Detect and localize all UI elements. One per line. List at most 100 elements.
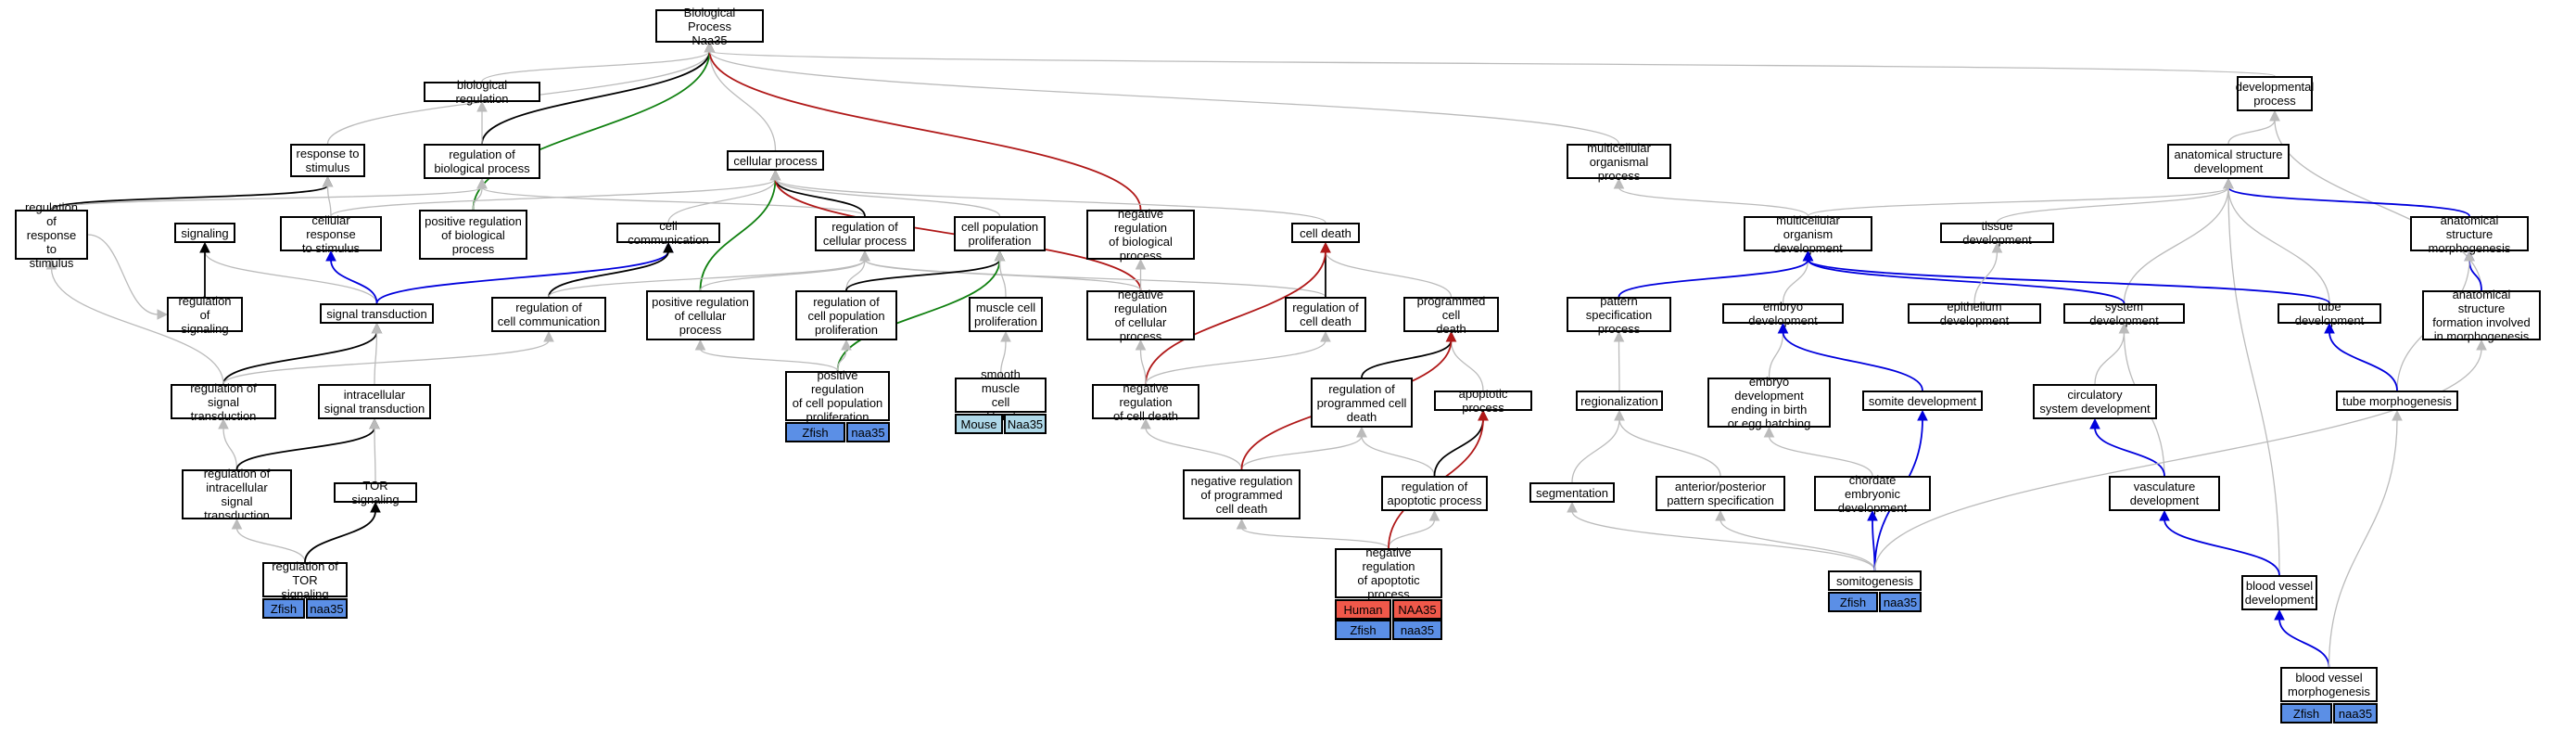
go-term-dp[interactable]: developmental process [2236, 76, 2314, 111]
edge-crs-to-cp [330, 178, 777, 217]
go-term-bvm[interactable]: blood vessel morphogenesis [2280, 667, 2378, 702]
go-term-asd[interactable]: anatomical structure development [2167, 144, 2290, 179]
arrowhead [663, 241, 674, 253]
edge-somg-to-seg [1571, 510, 1876, 571]
go-term-rpcd[interactable]: regulation of programmed cell death [1311, 378, 1413, 428]
edge-cc-to-cp [667, 178, 777, 224]
go-term-asfm[interactable]: anatomical structure formation involved … [2422, 288, 2541, 343]
go-term-nrbp[interactable]: negative regulation of biological proces… [1086, 207, 1195, 263]
go-term-st[interactable]: signal transduction [320, 303, 434, 324]
go-term-cpp[interactable]: cell population proliferation [954, 216, 1046, 251]
edge-cd-to-cp [774, 178, 1326, 224]
arrowhead [1356, 426, 1367, 438]
arrowhead [1991, 241, 2003, 253]
go-term-somd[interactable]: somite development [1862, 391, 1983, 411]
go-term-rap[interactable]: regulation of apoptotic process [1381, 476, 1488, 511]
arrowhead [1478, 409, 1489, 421]
edge-rcd-to-rcp [864, 259, 1326, 298]
edge-rcp-to-rbp [481, 186, 866, 217]
go-term-ist[interactable]: intracellular signal transduction [318, 384, 431, 419]
edge-rcp-to-cp [774, 178, 866, 217]
edge-prcpp-to-cpp [836, 259, 1001, 372]
arrowhead [476, 177, 488, 189]
edge-somd-to-ed [1782, 331, 1923, 391]
go-term-mod[interactable]: multicellular organism development [1744, 213, 1872, 255]
go-term-td[interactable]: tissue development [1940, 219, 2054, 247]
edge-rbp-to-bp [481, 50, 711, 145]
go-term-nrap[interactable]: negative regulation of apoptotic process [1335, 545, 1442, 601]
arrowhead [2324, 322, 2335, 334]
arrowhead [1445, 330, 1457, 342]
go-term-sd[interactable]: system development [2063, 300, 2185, 327]
go-term-nrcp[interactable]: negative regulation of cellular process [1086, 288, 1195, 343]
go-term-asm[interactable]: anatomical structure morphogenesis [2410, 213, 2529, 255]
go-term-ced[interactable]: chordate embryonic development [1814, 473, 1931, 515]
arrowhead [2089, 417, 2100, 429]
go-term-rbp[interactable]: regulation of biological process [424, 144, 540, 179]
edge-reg-to-psp [1618, 339, 1620, 391]
edge-rcpp-to-cpp [845, 259, 1001, 291]
go-term-bvd[interactable]: blood vessel development [2241, 575, 2317, 610]
go-term-sig[interactable]: signaling [174, 223, 235, 243]
edge-somg-to-aps [1719, 519, 1876, 571]
go-term-edeb[interactable]: embryo development ending in birth or eg… [1707, 375, 1831, 430]
go-term-breg[interactable]: biological regulation [424, 78, 540, 106]
edge-st-to-sig [204, 250, 378, 304]
go-term-cc[interactable]: cell communication [616, 219, 720, 247]
edge-seg-to-reg [1571, 418, 1620, 483]
go-term-csd[interactable]: circulatory system development [2033, 384, 2157, 419]
edge-prcp-to-cp [699, 178, 777, 291]
go-term-rcc[interactable]: regulation of cell communication [491, 297, 606, 332]
go-term-ap[interactable]: apoptotic process [1434, 387, 1532, 415]
go-term-rst[interactable]: regulation of signal transduction [171, 381, 276, 423]
edge-asfm-to-asm [2468, 259, 2482, 291]
edge-dp-to-bp [708, 50, 2276, 77]
arrowhead [1320, 241, 1331, 253]
arrowhead [1236, 518, 1248, 530]
go-term-rsig[interactable]: regulation of signaling [167, 294, 243, 336]
go-term-prcp[interactable]: positive regulation of cellular process [646, 290, 755, 340]
edge-psp-to-mod [1618, 259, 1809, 298]
go-term-cp[interactable]: cellular process [727, 150, 824, 171]
go-term-rcpp[interactable]: regulation of cell population proliferat… [795, 290, 897, 340]
arrowhead [218, 417, 229, 429]
go-term-nrcd[interactable]: negative regulation of cell death [1092, 381, 1199, 423]
edge-smcp-to-mcp [999, 339, 1007, 378]
go-term-rist[interactable]: regulation of intracellular signal trans… [182, 467, 292, 522]
go-term-rcp[interactable]: regulation of cellular process [815, 216, 915, 251]
go-term-bp[interactable]: Biological Process Naa35 [655, 6, 764, 47]
go-term-nrpcd[interactable]: negative regulation of programmed cell d… [1183, 469, 1301, 519]
go-term-ed[interactable]: embryo development [1722, 300, 1844, 327]
gene-tag: naa35 [2333, 703, 2378, 724]
edge-csd-to-sd [2094, 331, 2126, 385]
edge-tubd-to-asd [2227, 186, 2330, 304]
edge-ed-to-mod [1782, 259, 1809, 304]
go-term-rts[interactable]: response to stimulus [290, 144, 365, 177]
go-term-psp[interactable]: pattern specification process [1567, 294, 1671, 336]
go-term-mop[interactable]: multicellular organismal process [1567, 141, 1671, 183]
go-term-mcp[interactable]: muscle cell proliferation [969, 297, 1043, 332]
go-term-prbp[interactable]: positive regulation of biological proces… [419, 210, 527, 260]
go-term-tubd[interactable]: tube development [2278, 300, 2381, 327]
go-term-rtor[interactable]: regulation of TOR signaling [262, 559, 348, 601]
arrowhead [1613, 330, 1625, 342]
go-term-aps[interactable]: anterior/posterior pattern specification [1656, 476, 1785, 511]
go-term-tm[interactable]: tube morphogenesis [2336, 391, 2458, 411]
go-term-smcp[interactable]: smooth muscle cell proliferation [955, 367, 1047, 423]
go-term-prcpp[interactable]: positive regulation of cell population p… [785, 368, 890, 424]
go-term-tor[interactable]: TOR signaling [334, 479, 417, 506]
go-term-rrts[interactable]: regulation of response to stimulus [15, 200, 88, 270]
go-term-cd[interactable]: cell death [1291, 223, 1360, 243]
gene-tag: naa35 [846, 422, 890, 442]
arrowhead [1428, 509, 1440, 521]
go-term-pcd[interactable]: programmed cell death [1403, 294, 1499, 336]
arrowhead [1320, 330, 1331, 342]
edge-asd-to-dp [2227, 119, 2276, 145]
go-term-epd[interactable]: epithelium development [1908, 300, 2041, 327]
go-term-rcd[interactable]: regulation of cell death [1285, 297, 1366, 332]
go-term-reg[interactable]: regionalization [1576, 391, 1663, 411]
go-term-vd[interactable]: vasculature development [2109, 476, 2220, 511]
go-term-seg[interactable]: segmentation [1529, 482, 1615, 503]
go-term-crs[interactable]: cellular response to stimulus [280, 213, 382, 255]
go-term-somg[interactable]: somitogenesis [1828, 570, 1922, 591]
